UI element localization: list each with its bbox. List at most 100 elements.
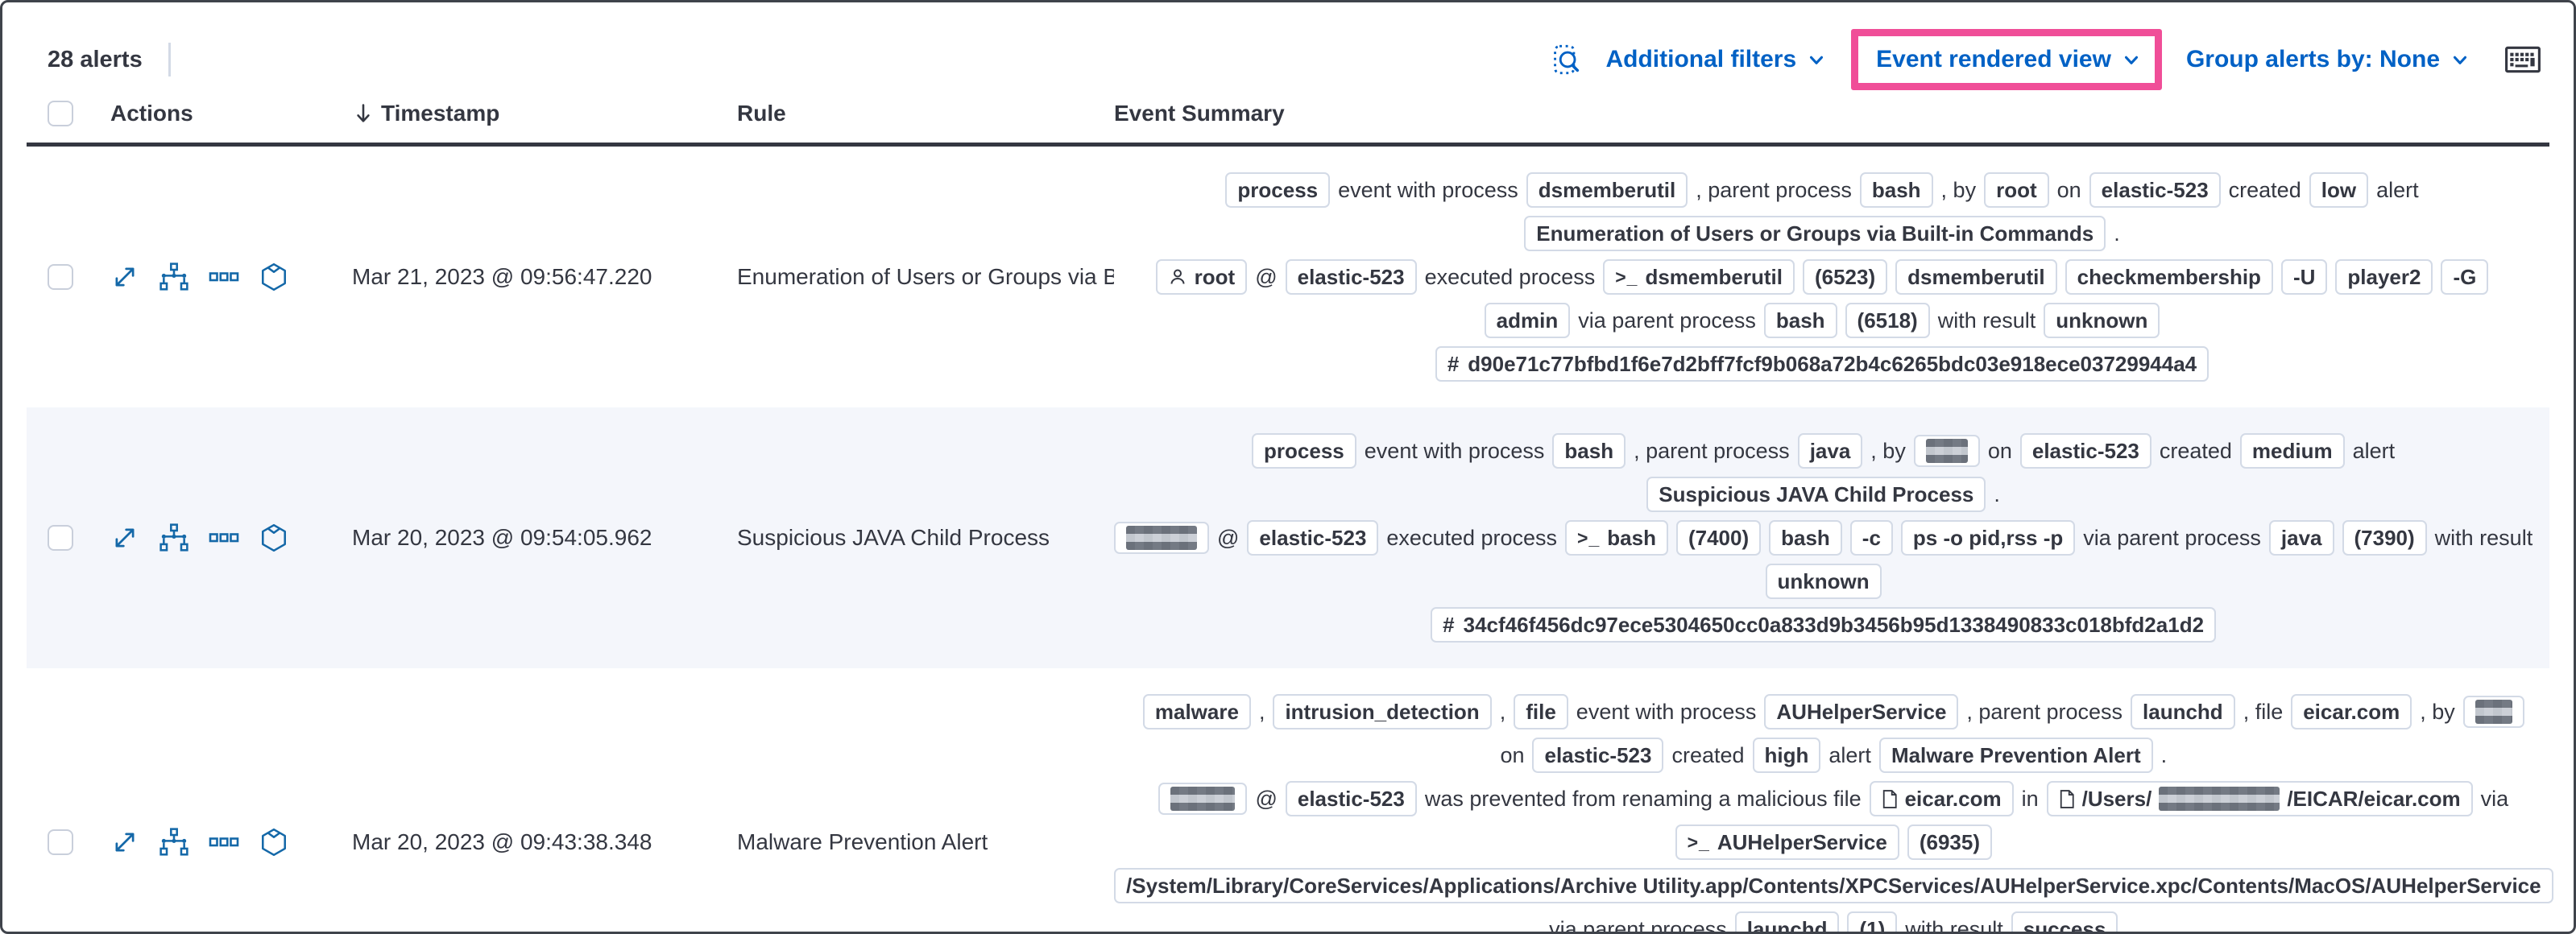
table-header-row: Actions Timestamp Rule Event Summary — [27, 86, 2549, 147]
more-actions-icon[interactable] — [209, 532, 239, 543]
summary-badge: >_AUHelperService — [1675, 824, 1899, 860]
summary-badge: Malware Prevention Alert — [1878, 738, 2153, 773]
badge-label: admin — [1496, 308, 1559, 333]
badge-label: elastic-523 — [2031, 439, 2139, 463]
summary-text: , file — [2243, 699, 2284, 724]
redacted-text — [2159, 787, 2280, 811]
analyze-event-icon[interactable] — [159, 827, 189, 858]
summary-badge: (6935) — [1907, 824, 1992, 860]
summary-badge: process — [1225, 172, 1331, 208]
badge-label: -c — [1862, 526, 1881, 550]
summary-badge: player2 — [2335, 259, 2433, 295]
summary-line: #34cf46f456dc97ece5304650cc0a833d9b3456b… — [1431, 607, 2217, 643]
badge-label: -G — [2453, 265, 2477, 289]
summary-text: event with process — [1338, 177, 1518, 202]
summary-badge — [1114, 522, 1209, 554]
badge-label: bash — [1781, 526, 1830, 550]
inspect-icon[interactable] — [1551, 43, 1583, 76]
badge-label: (7400) — [1688, 526, 1750, 550]
row-rule: Suspicious JAVA Child Process — [737, 525, 1050, 550]
summary-badge: medium — [2239, 433, 2345, 469]
badge-label: intrusion_detection — [1285, 700, 1480, 724]
session-view-icon[interactable] — [259, 523, 289, 553]
view-selector-dropdown[interactable]: Event rendered view — [1876, 46, 2142, 73]
group-alerts-dropdown[interactable]: Group alerts by: None — [2186, 46, 2470, 73]
analyze-event-icon[interactable] — [159, 262, 189, 292]
document-icon — [2059, 789, 2075, 809]
summary-badge — [1913, 435, 1980, 467]
keyboard-shortcuts-icon[interactable] — [2504, 45, 2541, 74]
additional-filters-label: Additional filters — [1605, 46, 1797, 72]
badge-label: (6518) — [1857, 308, 1918, 333]
row-actions — [110, 827, 352, 858]
badge-label: player2 — [2347, 265, 2421, 289]
more-actions-icon[interactable] — [209, 271, 239, 283]
summary-badge: unknown — [1765, 564, 1882, 599]
summary-text: , — [1499, 699, 1506, 724]
summary-badge: (7400) — [1675, 520, 1762, 556]
summary-badge: (1) — [1847, 911, 1898, 932]
summary-line: unknown — [1765, 564, 1882, 599]
row-checkbox[interactable] — [48, 264, 73, 290]
column-header-timestamp[interactable]: Timestamp — [352, 101, 737, 126]
summary-badge: >_bash — [1565, 520, 1668, 556]
summary-text: . — [2160, 742, 2168, 767]
expand-icon[interactable] — [110, 828, 139, 857]
summary-text: executed process — [1424, 264, 1596, 289]
badge-label: malware — [1154, 700, 1239, 724]
badge-label: high — [1764, 743, 1809, 767]
badge-label: eicar.com — [2303, 700, 2400, 724]
summary-text: @ — [1217, 525, 1240, 550]
summary-text: , parent process — [1696, 177, 1852, 202]
toolbar-separator — [168, 43, 171, 76]
summary-text: alert — [2376, 177, 2419, 202]
summary-text: on — [1500, 742, 1525, 767]
row-timestamp: Mar 21, 2023 @ 09:56:47.220 — [352, 264, 652, 289]
badge-label: unknown — [1777, 569, 1870, 593]
badge-label: dsmemberutil — [1645, 265, 1783, 289]
highlight-annotation: Event rendered view — [1851, 29, 2162, 90]
summary-text: executed process — [1386, 525, 1558, 550]
summary-text: , by — [1870, 438, 1906, 463]
arrow-down-icon — [357, 104, 370, 122]
summary-badge: elastic-523 — [1247, 520, 1379, 556]
badge-label: elastic-523 — [1544, 743, 1652, 767]
badge-label: -U — [2292, 265, 2316, 289]
alerts-toolbar: 28 alerts Additional filters — [27, 29, 2549, 90]
session-view-icon[interactable] — [259, 827, 289, 858]
analyze-event-icon[interactable] — [159, 523, 189, 553]
badge-label: root — [1194, 265, 1236, 289]
row-timestamp: Mar 20, 2023 @ 09:54:05.962 — [352, 525, 652, 550]
expand-icon[interactable] — [110, 262, 139, 291]
summary-badge: -U — [2280, 259, 2328, 295]
summary-badge: bash — [1552, 433, 1626, 469]
row-checkbox[interactable] — [48, 829, 73, 855]
select-all-checkbox[interactable] — [48, 101, 73, 126]
summary-badge: eicar.com — [2291, 694, 2412, 729]
redacted-text — [1126, 526, 1197, 550]
expand-icon[interactable] — [110, 523, 139, 552]
alert-row: Mar 20, 2023 @ 09:54:05.962 Suspicious JA… — [27, 407, 2549, 668]
summary-text: on — [1987, 438, 2012, 463]
column-header-event-summary: Event Summary — [1114, 101, 1285, 126]
group-alerts-label: Group alerts by: None — [2185, 46, 2440, 72]
more-actions-icon[interactable] — [209, 837, 239, 848]
summary-badge — [1158, 783, 1248, 815]
chevron-down-icon — [2453, 56, 2467, 64]
summary-badge: Suspicious JAVA Child Process — [1646, 477, 1986, 512]
row-checkbox[interactable] — [48, 525, 73, 551]
badge-label: bash — [1871, 178, 1921, 202]
session-view-icon[interactable] — [259, 262, 289, 292]
summary-badge: (6518) — [1845, 303, 1930, 338]
summary-badge: (7390) — [2342, 520, 2427, 556]
summary-text: , parent process — [1634, 438, 1790, 463]
additional-filters-dropdown[interactable]: Additional filters — [1605, 46, 1827, 73]
summary-line: /System/Library/CoreServices/Application… — [1114, 868, 2553, 903]
badge-label: d90e71c77bfbd1f6e7d2bff7fcf9b068a72b4c62… — [1468, 352, 2197, 376]
summary-line: #d90e71c77bfbd1f6e7d2bff7fcf9b068a72b4c6… — [1435, 346, 2209, 382]
